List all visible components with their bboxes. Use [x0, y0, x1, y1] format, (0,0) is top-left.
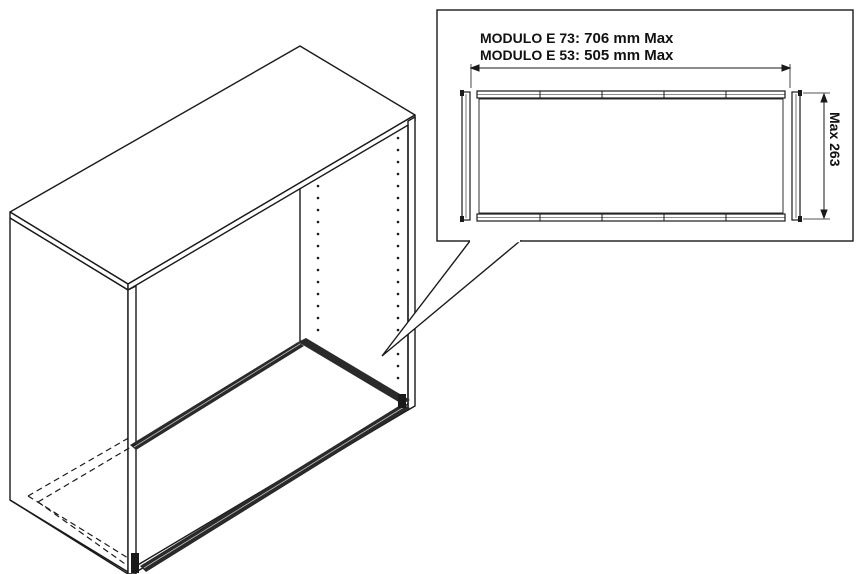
- pin-hole: [396, 136, 400, 140]
- pin-hole: [396, 244, 400, 248]
- pin-hole: [316, 328, 320, 332]
- rail-segment-ticks: [539, 91, 727, 221]
- rail-frame-top-view: [461, 90, 801, 222]
- callout-pointer: [381, 240, 522, 357]
- cabinet: [9, 45, 416, 574]
- pin-hole: [316, 316, 320, 320]
- shelf-pin-holes: [316, 136, 400, 380]
- pin-hole: [396, 292, 400, 296]
- front-rail: [140, 404, 410, 572]
- back-rail: [298, 338, 410, 404]
- cabinet-bottom-left-edge: [9, 499, 129, 573]
- left-rail: [130, 342, 304, 450]
- pin-hole: [396, 196, 400, 200]
- rail-end-cap: [131, 553, 139, 573]
- pin-hole: [396, 208, 400, 212]
- pin-hole: [396, 148, 400, 152]
- height-dimension: [803, 92, 830, 220]
- pin-hole: [396, 304, 400, 308]
- pin-hole: [396, 280, 400, 284]
- cabinet-left-side-panel: [9, 217, 129, 574]
- pin-hole: [316, 220, 320, 224]
- height-label: Max 263: [827, 112, 843, 167]
- pin-hole: [396, 160, 400, 164]
- hidden-left-rail: [27, 435, 137, 567]
- callout-label-value-1: : 706 mm Max: [575, 30, 674, 47]
- pin-hole: [316, 292, 320, 296]
- pin-hole: [396, 376, 400, 380]
- callout-label-model-1: MODULO E 73: [480, 30, 575, 46]
- pin-hole: [396, 220, 400, 224]
- callout-frame: [436, 9, 854, 242]
- rail-inner-area: [478, 98, 784, 214]
- pin-hole: [316, 244, 320, 248]
- front-rail-highlight: [143, 406, 405, 569]
- pin-hole: [316, 184, 320, 188]
- callout-box: MODULO E 73 : 706 mm Max MODULO E 53 : 5…: [436, 9, 854, 243]
- pin-hole: [316, 268, 320, 272]
- pin-hole: [316, 256, 320, 260]
- pin-hole: [316, 304, 320, 308]
- pin-hole: [396, 184, 400, 188]
- pin-hole: [396, 364, 400, 368]
- pin-hole: [396, 172, 400, 176]
- rail-end-cap: [398, 394, 406, 408]
- pin-hole: [316, 232, 320, 236]
- pin-hole: [396, 256, 400, 260]
- left-rail-highlight: [133, 343, 301, 448]
- bracket-caps: [460, 90, 802, 222]
- cabinet-right-side-panel: [407, 116, 416, 411]
- pin-hole: [396, 352, 400, 356]
- pin-hole: [396, 268, 400, 272]
- cabinet-front-left-edge: [127, 285, 137, 574]
- pin-hole: [396, 232, 400, 236]
- pin-hole: [316, 208, 320, 212]
- pin-hole: [396, 328, 400, 332]
- pin-hole: [316, 196, 320, 200]
- callout-label-value-2: : 505 mm Max: [575, 47, 674, 64]
- width-dimension: [469, 64, 792, 88]
- callout-label-model-2: MODULO E 53: [480, 47, 575, 63]
- bottom-rails: [27, 338, 410, 573]
- pin-hole: [396, 316, 400, 320]
- pin-hole: [316, 280, 320, 284]
